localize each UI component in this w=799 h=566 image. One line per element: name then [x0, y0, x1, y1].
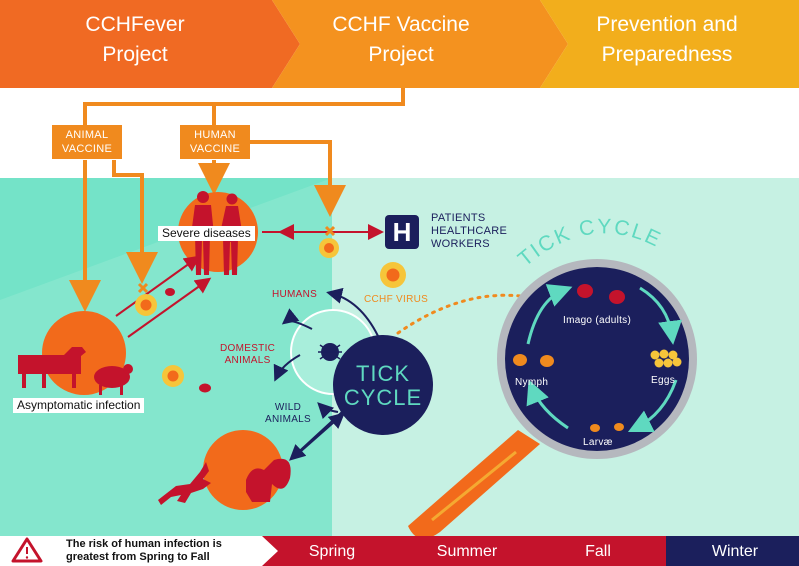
eggs-icon	[650, 349, 682, 368]
wild-animal-silhouettes	[158, 458, 291, 505]
season-spring: Spring	[308, 543, 356, 560]
footer-warning-bg	[0, 536, 262, 566]
footer-risk-band	[262, 536, 666, 566]
infection-arrows	[115, 224, 384, 338]
header-step-2-line1: CCHF Vaccine	[332, 13, 470, 36]
patients-label: PATIENTS HEALTHCARE WORKERS	[431, 212, 507, 251]
human-vaccine-tag: HUMAN VACCINE	[180, 125, 250, 159]
hospital-letter: H	[392, 217, 412, 247]
virus-icon	[380, 262, 406, 288]
domestic-animals-line2: ANIMALS	[224, 355, 271, 366]
stage-nymph-label: Nymph	[515, 377, 549, 388]
risk-warning-line1: The risk of human infection is	[66, 538, 222, 550]
severe-diseases-label: Severe diseases	[158, 226, 255, 241]
virus-icon	[135, 294, 157, 316]
domestic-animals-label: DOMESTIC ANIMALS	[220, 343, 275, 367]
magnifier-lens	[505, 267, 689, 451]
wild-animals-line1: WILD	[274, 402, 302, 413]
season-fall: Fall	[585, 543, 611, 560]
season-winter: Winter	[711, 543, 759, 560]
header-step-3-line1: Prevention and	[596, 13, 738, 36]
season-summer: Summer	[436, 543, 498, 560]
tick-lifecycle-arrows	[526, 284, 682, 433]
patients-line3: WORKERS	[431, 238, 490, 250]
animal-vaccine-tag: ANIMAL VACCINE	[52, 125, 122, 159]
wild-animals-label: WILD ANIMALS	[265, 402, 311, 426]
virus-icon	[162, 365, 184, 387]
virus-icon	[319, 238, 339, 258]
risk-warning-text: The risk of human infection is greatest …	[66, 538, 222, 564]
header-step-1-bg	[0, 0, 300, 88]
header-step-3: Prevention and Preparedness	[562, 10, 772, 70]
stage-larvae-label: Larvæ	[583, 437, 613, 448]
patients-line1: PATIENTS	[431, 212, 486, 224]
magnifier-dotted-link	[396, 293, 522, 335]
tick-cycle-center-line1: TICK	[355, 361, 411, 386]
nymph-icons	[513, 354, 554, 367]
header-step-2-line2: Project	[368, 43, 434, 66]
warning-icon	[11, 537, 43, 563]
stage-adults-label: Imago (adults)	[563, 315, 632, 326]
header-step-3-line2: Preparedness	[601, 43, 733, 66]
tick-cycle-title: TICK CYCLE	[514, 215, 665, 271]
header-step-1-line2: Project	[102, 43, 168, 66]
stage-eggs-label: Eggs	[651, 375, 675, 386]
tick-cycle-center-label: TICK CYCLE	[340, 362, 426, 410]
livestock-silhouettes	[18, 347, 133, 395]
virus-icons	[135, 238, 406, 387]
animal-vaccine-line1: ANIMAL	[65, 129, 109, 141]
vaccine-connectors	[69, 88, 405, 312]
header-step-2-bg	[272, 0, 568, 88]
hospital-icon	[385, 215, 419, 249]
footer-winter-band	[666, 536, 799, 566]
header-step-2: CCHF Vaccine Project	[296, 10, 506, 70]
larvae-icons	[590, 423, 624, 432]
tick-cycle-title-path: TICK CYCLE	[514, 215, 663, 271]
patients-line2: HEALTHCARE	[431, 225, 508, 237]
wild-animals-line2: ANIMALS	[265, 414, 312, 425]
animal-vaccine-line2: VACCINE	[61, 143, 113, 155]
header-step-1: CCHFever Project	[30, 10, 240, 70]
tick-cycle-circle	[333, 335, 433, 435]
header-step-3-bg	[540, 0, 799, 88]
domestic-animals-line1: DOMESTIC	[220, 343, 276, 354]
human-vaccine-line1: HUMAN	[194, 129, 236, 141]
adult-tick-icons	[577, 284, 625, 304]
risk-warning-line2: greatest from Spring to Fall	[66, 551, 210, 563]
transmission-arrows	[273, 287, 379, 461]
asymptomatic-infection-label: Asymptomatic infection	[13, 398, 145, 413]
header-step-1-line1: CCHFever	[85, 13, 185, 36]
cchf-virus-label: CCHF VIRUS	[364, 294, 429, 305]
header-banner	[0, 0, 799, 88]
human-vaccine-line2: VACCINE	[189, 143, 241, 155]
tick-icons	[165, 288, 211, 393]
tick-cycle-center-line2: CYCLE	[343, 385, 423, 410]
humans-label: HUMANS	[272, 289, 318, 300]
